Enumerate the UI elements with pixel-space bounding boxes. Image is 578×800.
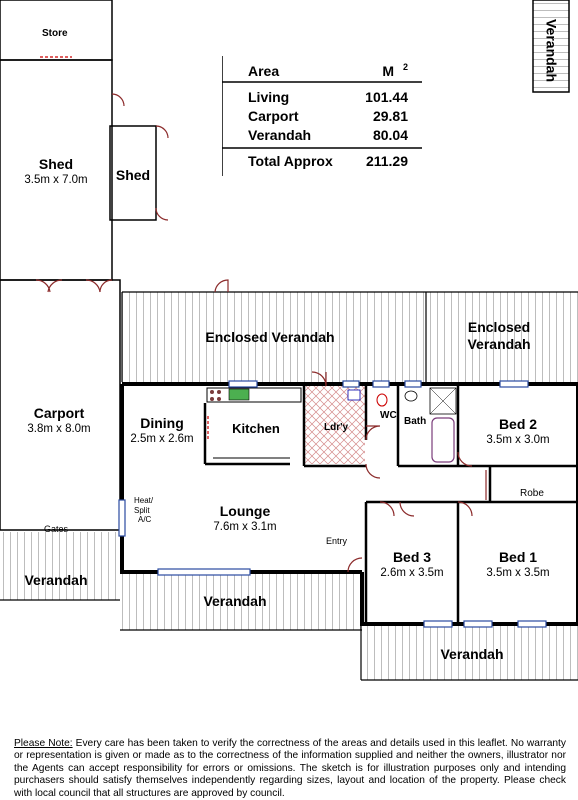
bed1-dims: 3.5m x 3.5m <box>486 567 550 579</box>
bed3-name: Bed 3 <box>392 549 432 565</box>
verandah-top-right-deck <box>532 0 570 93</box>
area-row-value: 29.81 <box>372 108 408 124</box>
laundry-trough <box>347 389 361 401</box>
label-dining: Dining 2.5m x 2.6m <box>126 415 198 446</box>
label-verandah-bottom-right: Verandah <box>420 646 524 663</box>
verandah-front-deck <box>120 572 362 630</box>
label-bed2: Bed 2 3.5m x 3.0m <box>466 416 570 447</box>
dining-name: Dining <box>140 415 184 431</box>
label-kitchen: Kitchen <box>212 420 300 437</box>
label-enclosed-verandah: Enclosed Verandah <box>180 329 360 346</box>
bed3-dims: 2.6m x 3.5m <box>380 567 444 579</box>
verandah-left-name: Verandah <box>24 572 88 588</box>
shed-main-name: Shed <box>38 156 74 172</box>
heat-line3: A/C <box>138 515 152 524</box>
area-total-label: Total Approx <box>248 153 333 169</box>
carport-dims: 3.8m x 8.0m <box>27 423 91 435</box>
kitchen-sink <box>228 388 250 401</box>
label-bed3: Bed 3 2.6m x 3.5m <box>368 549 456 580</box>
label-heat-split: Heat/ Split A/C <box>134 496 153 525</box>
label-enclosed-verandah-right: Enclosed Verandah <box>446 319 552 353</box>
bed2-dims: 3.5m x 3.0m <box>486 434 550 446</box>
label-lounge: Lounge 7.6m x 3.1m <box>180 503 310 534</box>
verandah-top-right-name: Verandah <box>543 18 560 83</box>
bed1-name: Bed 1 <box>498 549 538 565</box>
vanity-basin <box>404 390 418 402</box>
area-row-label: Living <box>248 89 290 105</box>
verandah-bottom-right-name: Verandah <box>440 646 504 662</box>
verandah-front-name: Verandah <box>203 593 267 609</box>
carport-name: Carport <box>33 405 85 421</box>
shed-small-name: Shed <box>115 167 151 183</box>
label-entry: Entry <box>326 536 348 546</box>
label-bath: Bath <box>404 416 427 427</box>
label-shed-small: Shed <box>110 167 156 184</box>
label-store: Store <box>42 28 68 39</box>
enclosed-verandah-name: Enclosed Verandah <box>205 329 335 345</box>
outbuildings <box>0 0 157 531</box>
heat-line2: Split <box>134 505 150 515</box>
lounge-dims: 7.6m x 3.1m <box>213 521 277 533</box>
lounge-name: Lounge <box>219 503 271 519</box>
label-robe: Robe <box>520 488 544 499</box>
area-row-value: 101.44 <box>365 89 408 105</box>
enclosed-verandah-right-line2: Verandah <box>467 336 531 352</box>
enclosed-verandah-right-line1: Enclosed <box>467 319 531 335</box>
disclaimer-note: Please Note: Every care has been taken t… <box>14 738 566 800</box>
label-shed-main: Shed 3.5m x 7.0m <box>6 156 106 187</box>
dining-dims: 2.5m x 2.6m <box>130 433 194 445</box>
heat-line1: Heat/ <box>134 496 154 505</box>
note-heading: Please Note: <box>14 738 73 749</box>
area-row-label: Verandah <box>248 127 312 143</box>
label-carport: Carport 3.8m x 8.0m <box>6 405 112 436</box>
note-text: Every care has been taken to verify the … <box>14 738 566 799</box>
area-row-value: 80.04 <box>372 127 408 143</box>
interior-walls <box>203 384 578 624</box>
area-total-value: 211.29 <box>365 153 408 169</box>
shed-main-dims: 3.5m x 7.0m <box>24 174 88 186</box>
door-swings <box>35 56 487 573</box>
area-header-label: Area <box>248 63 280 79</box>
area-header-unit-sup: 2 <box>402 62 408 72</box>
label-laundry: Ldr'y <box>324 422 349 433</box>
bathtub <box>431 417 455 463</box>
area-table-lines <box>222 56 422 176</box>
cooktop <box>210 390 221 401</box>
kitchen-name: Kitchen <box>232 421 280 436</box>
wc-toilet <box>376 393 388 407</box>
label-verandah-front: Verandah <box>180 593 290 610</box>
label-gates: Gates <box>44 524 69 534</box>
label-verandah-top-right: Verandah <box>531 8 571 92</box>
area-header-unit: M <box>382 63 394 79</box>
verandah-bottom-right-deck <box>361 624 578 680</box>
area-row-label: Carport <box>248 108 299 124</box>
label-verandah-left: Verandah <box>4 572 108 589</box>
bed2-name: Bed 2 <box>498 416 538 432</box>
enclosed-verandah-deck <box>122 292 578 382</box>
label-bed1: Bed 1 3.5m x 3.5m <box>462 549 574 580</box>
label-wc: WC <box>380 410 397 421</box>
windows <box>118 380 547 628</box>
verandah-left-deck <box>0 532 120 600</box>
